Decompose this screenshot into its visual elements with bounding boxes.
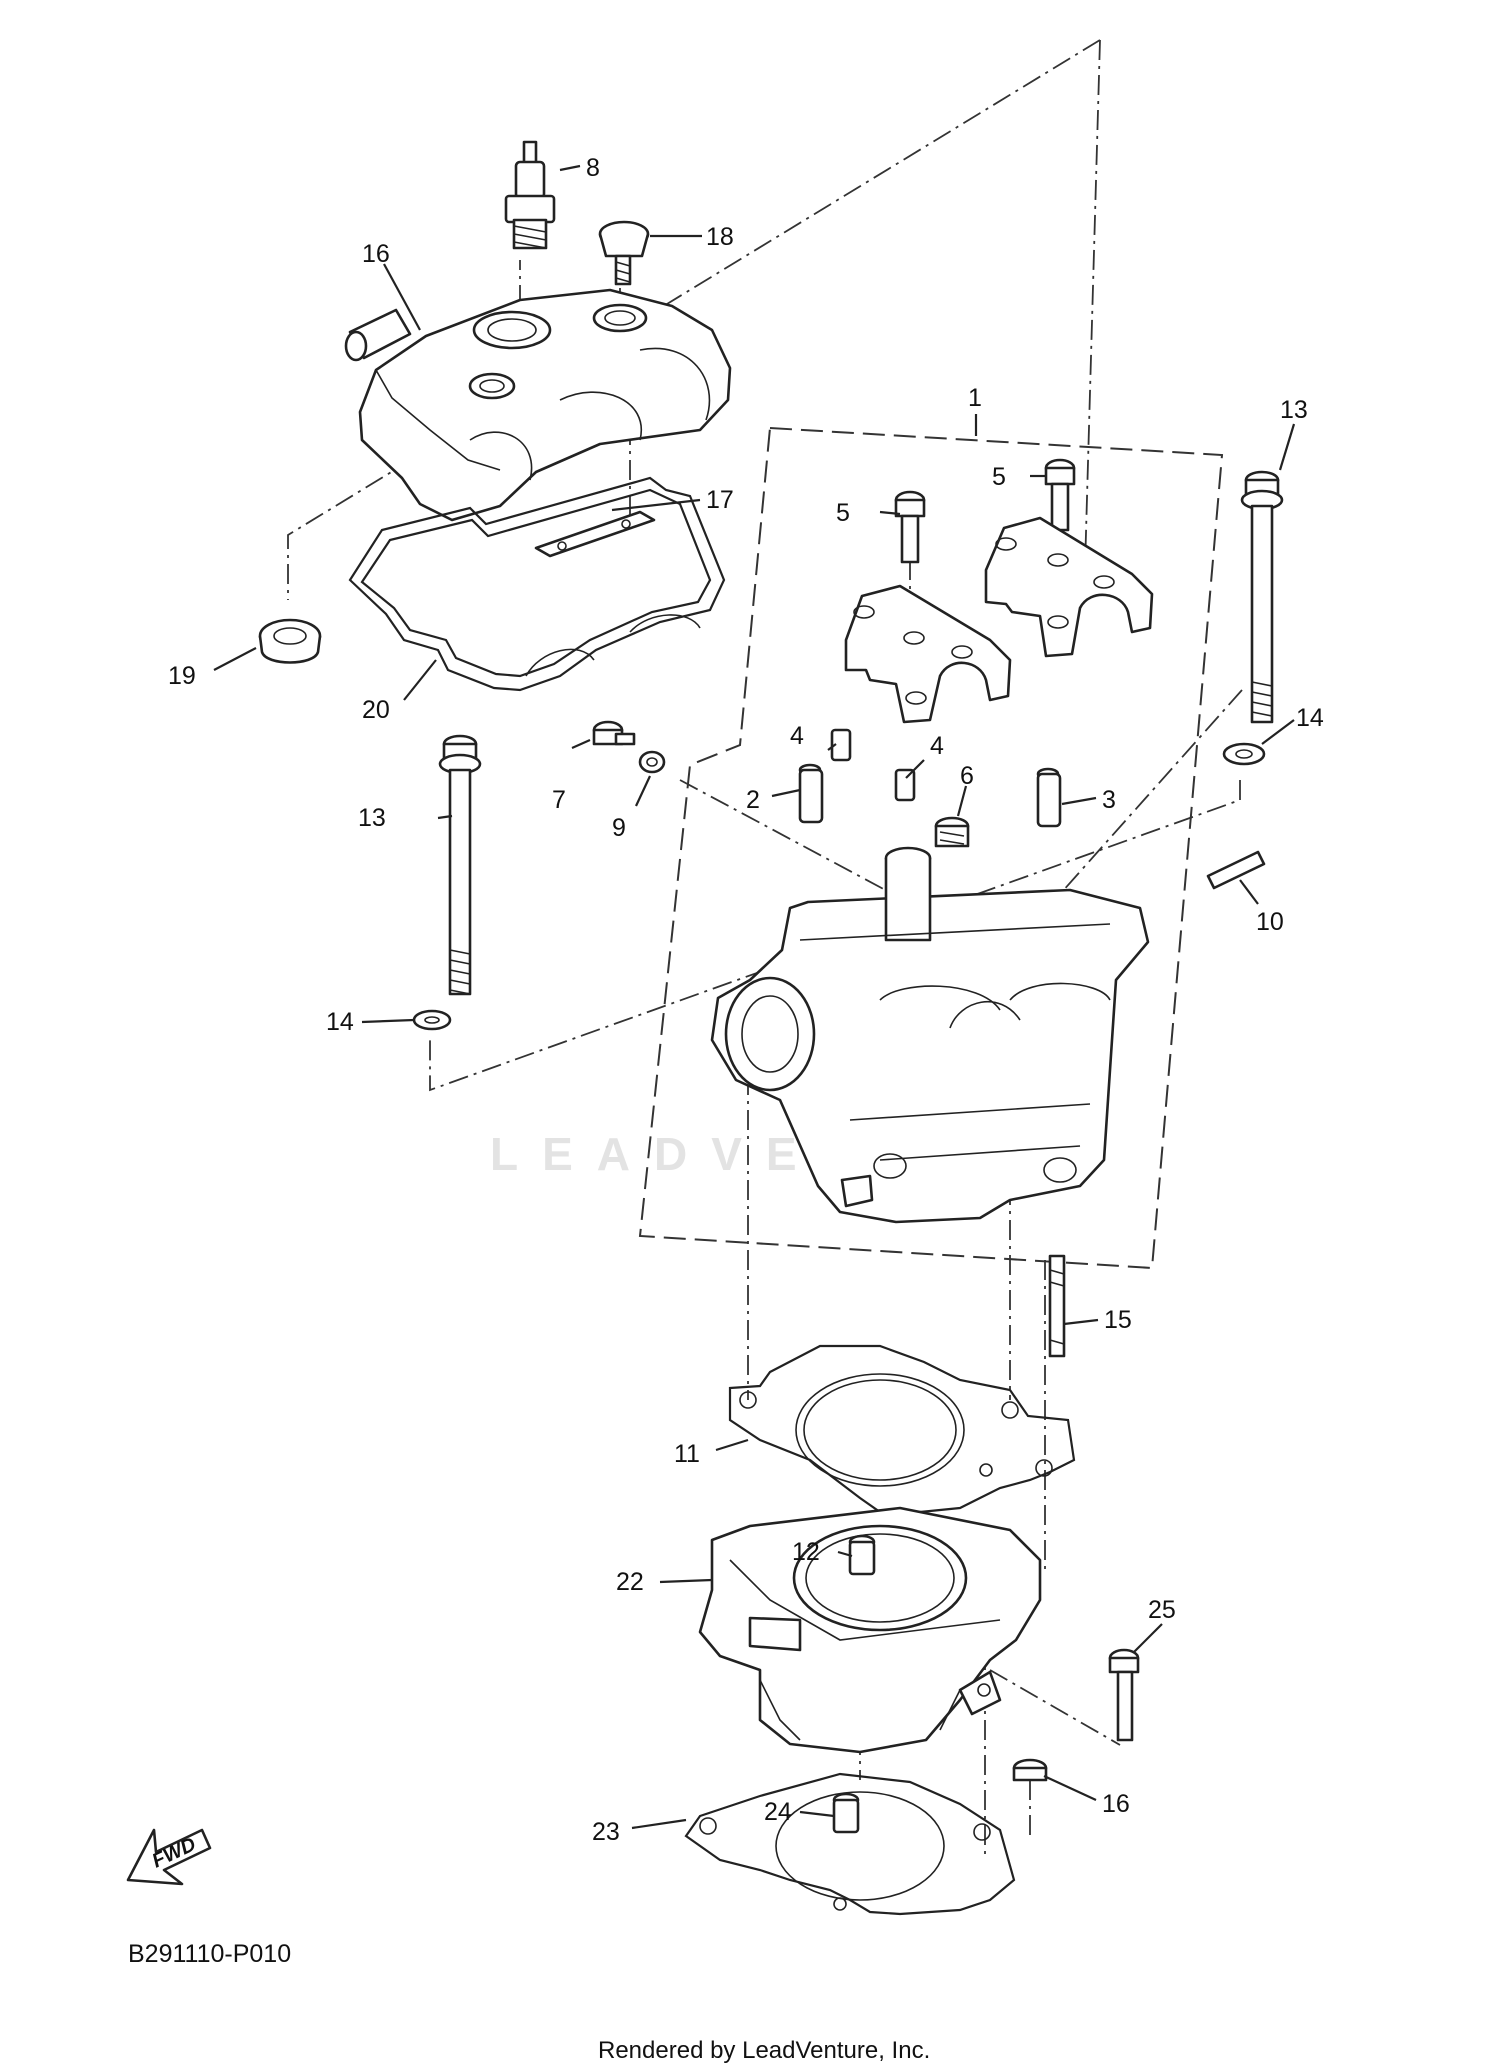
callout-12: 12: [792, 1538, 820, 1566]
cylinder-stud: [1048, 1254, 1066, 1358]
callout-5-right: 5: [992, 463, 1006, 491]
rendered-by-footer: Rendered by LeadVenture, Inc.: [598, 2037, 930, 2064]
cylinder-head-assembly-boundary: [638, 426, 1224, 1270]
callout-14-right: 14: [1296, 704, 1324, 732]
callout-11: 11: [674, 1440, 700, 1468]
callout-numbers: 8 18 16 17 1 5 5 13 14 19 20 4 4 2 3 6 7…: [168, 154, 1324, 1846]
cylinder-block: [698, 1506, 1042, 1754]
camshaft-cap-left: [844, 584, 1012, 724]
callout-25: 25: [1148, 1596, 1176, 1624]
cam-cap-bolt-left: [894, 490, 926, 564]
cylinder-head-bolt-left: [438, 734, 482, 996]
cylinder-dowel-top: [848, 1534, 876, 1576]
fwd-label: FWD: [149, 1833, 200, 1872]
callout-4-right: 4: [930, 732, 944, 760]
cylinder-head-cover: [344, 288, 732, 522]
callout-leaders: [213, 164, 1296, 1830]
callout-22: 22: [616, 1568, 644, 1596]
cylinder-head-bolt-right: [1240, 470, 1284, 724]
callout-21: 20: [362, 696, 390, 724]
callout-13-right: 13: [1280, 396, 1308, 424]
cover-gasket: [348, 476, 726, 692]
callout-15: 15: [1104, 1306, 1132, 1334]
callout-8: 9: [612, 814, 626, 842]
cylinder-head-gasket: [728, 1344, 1076, 1514]
callout-5-left: 5: [836, 499, 850, 527]
flange-nut: [1012, 1758, 1048, 1782]
callout-17: 16: [362, 240, 390, 268]
dowel-pin-left: [830, 728, 852, 762]
cap-bolt: [598, 220, 650, 286]
cylinder-bolt: [1108, 1648, 1140, 1742]
washer-right: [1222, 742, 1266, 766]
callout-9: 10: [1256, 908, 1284, 936]
callout-24: 24: [764, 1798, 792, 1826]
oil-plug: [934, 816, 970, 848]
cylinder-dowel-bottom: [832, 1792, 860, 1834]
spark-plug: [504, 140, 556, 250]
valve-guide-left: [798, 763, 824, 824]
callout-7: 7: [552, 786, 566, 814]
callout-1: 1: [968, 384, 982, 412]
cylinder-base-gasket: [684, 1772, 1016, 1916]
callout-13-left: 13: [358, 804, 386, 832]
callout-18: 17: [706, 486, 734, 514]
cam-cap-bolt-right: [1044, 458, 1076, 532]
callout-16: 16: [1102, 1790, 1130, 1818]
forward-direction-arrow-icon: FWD: [126, 1828, 212, 1886]
callout-2: 2: [746, 786, 760, 814]
callout-23: 23: [592, 1818, 620, 1846]
callout-19: 18: [706, 223, 734, 251]
grommet: [258, 618, 322, 664]
washer-left: [412, 1009, 452, 1031]
callout-10: 8: [586, 154, 600, 182]
valve-guide-right: [1036, 767, 1062, 828]
callout-3: 3: [1102, 786, 1116, 814]
callout-4-left: 4: [790, 722, 804, 750]
plug-bolt: [592, 720, 636, 746]
callout-6: 6: [960, 762, 974, 790]
gasket-washer: [638, 750, 666, 774]
camshaft-cap-right: [984, 516, 1154, 658]
cover-bracket: [534, 510, 656, 558]
callout-14-left: 14: [326, 1008, 354, 1036]
stud-bolt: [1206, 850, 1266, 890]
cylinder-head: [710, 846, 1150, 1224]
dowel-pin-right: [894, 768, 916, 802]
callout-20: 19: [168, 662, 196, 690]
diagram-code: B291110-P010: [128, 1940, 291, 1968]
